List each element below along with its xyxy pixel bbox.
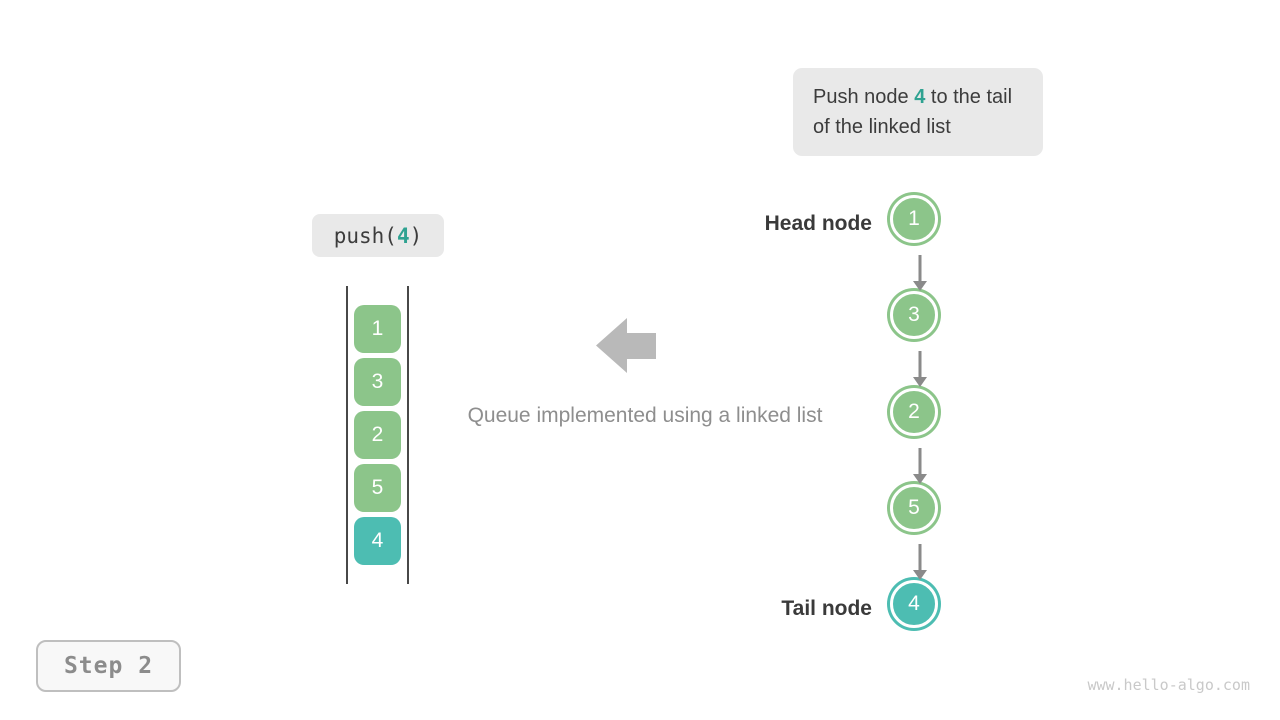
callout-text-suffix: to the tail of the linked list xyxy=(813,86,1013,138)
down-arrow-icon xyxy=(913,255,927,291)
arrow-caption: Queue implemented using a linked list xyxy=(467,404,823,427)
queue-item: 3 xyxy=(354,358,401,406)
linked-list-node: 2 xyxy=(890,388,938,436)
queue-item: 5 xyxy=(354,464,401,512)
queue-rails: 1 3 2 5 4 xyxy=(346,286,409,584)
down-arrow-icon xyxy=(913,448,927,484)
callout-text-prefix: Push node xyxy=(813,86,915,108)
tail-node-label: Tail node xyxy=(781,597,872,620)
watermark-url: www.hello-algo.com xyxy=(1087,676,1250,694)
callout-box: Push node 4 to the tail of the linked li… xyxy=(793,68,1043,156)
queue-item: 2 xyxy=(354,411,401,459)
left-arrow-icon xyxy=(596,318,656,373)
push-label-suffix: ) xyxy=(409,223,423,248)
linked-list-node: 5 xyxy=(890,484,938,532)
down-arrow-icon xyxy=(913,351,927,387)
push-label-prefix: push( xyxy=(333,223,397,248)
linked-list-node: 1 xyxy=(890,195,938,243)
linked-list-node: 3 xyxy=(890,291,938,339)
linked-list-node: 4 xyxy=(890,580,938,628)
queue-item: 1 xyxy=(354,305,401,353)
queue-item: 4 xyxy=(354,517,401,565)
step-badge: Step 2 xyxy=(36,640,181,692)
callout-highlight-value: 4 xyxy=(914,86,926,108)
push-operation-label: push(4) xyxy=(312,214,444,257)
down-arrow-icon xyxy=(913,544,927,580)
head-node-label: Head node xyxy=(764,212,872,235)
push-label-arg: 4 xyxy=(396,223,410,248)
